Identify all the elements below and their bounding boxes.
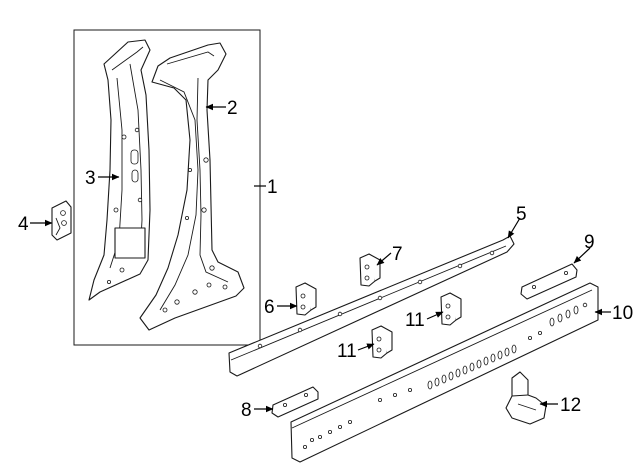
part-9-plate	[520, 263, 578, 300]
part-6-bracket	[295, 282, 317, 316]
callout-1: 1	[267, 177, 278, 198]
leader-7	[376, 252, 392, 266]
leader-lines	[30, 103, 611, 413]
callout-10: 10	[612, 303, 633, 324]
part-3-inner-pillar	[88, 39, 151, 301]
callout-11-upper: 11	[405, 310, 425, 331]
part-10-rocker-panel	[290, 282, 599, 463]
leader-5	[507, 217, 521, 239]
callout-8: 8	[241, 400, 252, 421]
callout-11-lower: 11	[337, 341, 357, 362]
part-4-bracket	[51, 200, 72, 241]
callout-2: 2	[227, 98, 238, 119]
callout-labels: 1 2 3 4 5 6 7 8 9 10 11 11 12	[18, 98, 633, 421]
callout-12: 12	[560, 395, 581, 416]
callout-6: 6	[264, 297, 275, 318]
callout-3: 3	[85, 168, 96, 189]
callout-9: 9	[584, 232, 595, 253]
assembly-box	[73, 29, 261, 346]
part-7-bracket	[359, 253, 381, 287]
part-2-outer-pillar	[139, 42, 245, 331]
callout-5: 5	[516, 204, 527, 225]
leader-11a	[426, 311, 444, 320]
callout-7: 7	[392, 244, 403, 265]
part-12-bracket	[505, 371, 547, 425]
part-8-plate	[271, 386, 319, 418]
leader-11b	[357, 343, 375, 351]
part-11-bracket-lower	[371, 325, 393, 359]
part-11-bracket-upper	[440, 292, 462, 326]
part-5-rocker-rail	[228, 235, 515, 377]
leader-9	[573, 247, 591, 264]
callout-4: 4	[18, 214, 29, 235]
